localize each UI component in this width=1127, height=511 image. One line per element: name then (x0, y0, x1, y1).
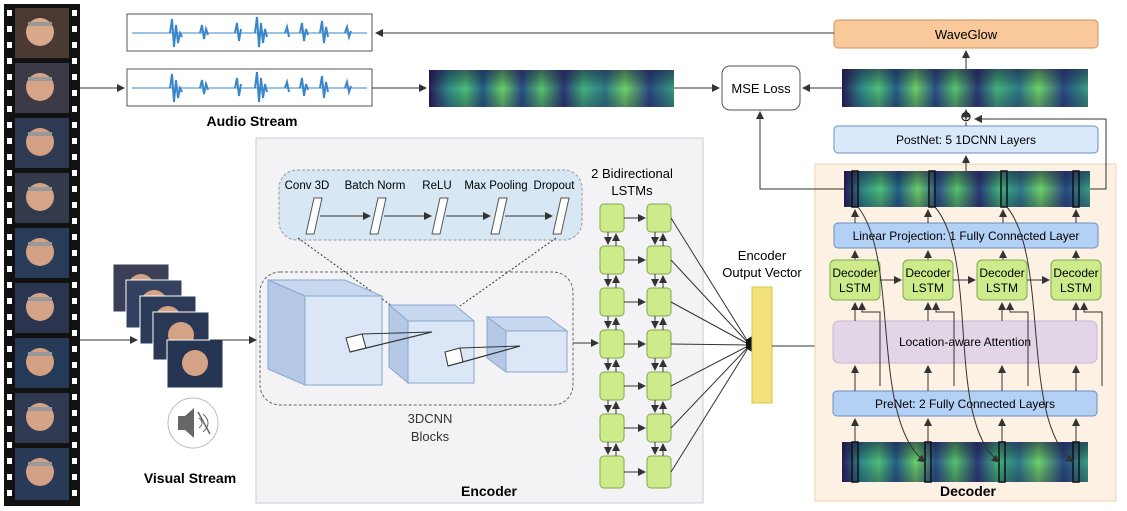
mel-spectrogram-input (842, 441, 1088, 483)
decoder-lstm-1: Decoder LSTM (829, 259, 881, 301)
cnn-block-3 (485, 316, 569, 373)
op-maxpool: Max Pooling (464, 180, 527, 192)
autoregressive-arrows (857, 206, 1074, 463)
op-batchnorm: Batch Norm (345, 180, 406, 192)
cnn-label-line2: Blocks (411, 429, 450, 444)
prenet-arrows (851, 365, 1080, 442)
merge-node (746, 336, 752, 352)
waveglow-box: WaveGlow (833, 19, 1099, 49)
decoder-lstm-3: Decoder LSTM (976, 259, 1028, 301)
attention-box: Location-aware Attention (832, 320, 1098, 364)
cnn-blocks-container (259, 271, 574, 406)
op-conv3d: Conv 3D (285, 180, 330, 192)
waveform-input (126, 68, 373, 107)
film-strip-icon (4, 4, 80, 506)
mel-spectrogram-output (844, 170, 1090, 208)
decoder-lstm-4-line1: Decoder (1053, 266, 1098, 280)
cnn-kernels (345, 331, 521, 367)
cnn-block-2 (387, 303, 476, 385)
mse-loss-box: MSE Loss (721, 65, 801, 111)
postnet-box: PostNet: 5 1DCNN Layers (833, 125, 1099, 154)
decoder-lstm-1-line2: LSTM (839, 281, 871, 295)
decoder-lstm-2: Decoder LSTM (902, 259, 954, 301)
face-frames-icon (112, 263, 224, 389)
encoder-label: Encoder (461, 483, 518, 499)
waveform-output (126, 13, 373, 52)
attention-arrows (851, 302, 1103, 386)
projection-arrows (851, 209, 1080, 260)
attention-label: Location-aware Attention (899, 335, 1031, 349)
mse-loss-label: MSE Loss (731, 81, 791, 96)
decoder-lstm-2-line2: LSTM (912, 281, 944, 295)
bilstm-connections (604, 214, 751, 476)
cnn-block-1 (267, 279, 383, 386)
speaker-mute-icon (167, 397, 219, 449)
predicted-spectrogram (842, 69, 1088, 107)
audio-stream-label: Audio Stream (206, 113, 297, 129)
prenet-box: PreNet: 2 Fully Connected Layers (832, 390, 1098, 417)
visual-stream-label: Visual Stream (144, 470, 236, 486)
prenet-label: PreNet: 2 Fully Connected Layers (875, 397, 1055, 411)
op-relu: ReLU (422, 180, 451, 192)
encoder-output-vector (751, 286, 773, 404)
film-frames (15, 8, 69, 500)
decoder-lstm-1-line1: Decoder (832, 266, 877, 280)
decoder-lstm-2-line1: Decoder (905, 266, 950, 280)
bilstm-label-line1: 2 Bidirectional (591, 166, 673, 181)
linear-projection-box: Linear Projection: 1 Fully Connected Lay… (833, 222, 1099, 249)
encoder-output-label-line2: Output Vector (722, 265, 802, 280)
postnet-label: PostNet: 5 1DCNN Layers (896, 133, 1036, 147)
decoder-label: Decoder (940, 483, 997, 499)
target-spectrogram (429, 70, 674, 107)
linear-projection-label: Linear Projection: 1 Fully Connected Lay… (853, 229, 1080, 243)
cnn-block-detail: Conv 3D Batch Norm ReLU Max Pooling Drop… (278, 169, 583, 241)
decoder-lstm-3-line2: LSTM (986, 281, 1018, 295)
decoder-lstm-4-line2: LSTM (1060, 281, 1092, 295)
waveglow-label: WaveGlow (935, 27, 998, 42)
decoder-lstm-4: Decoder LSTM (1050, 259, 1102, 301)
decoder-lstm-3-line1: Decoder (979, 266, 1024, 280)
op-dropout: Dropout (534, 180, 576, 192)
encoder-output-label-line1: Encoder (738, 248, 787, 263)
bilstm-label-line2: LSTMs (611, 183, 653, 198)
cnn-label-line1: 3DCNN (408, 411, 453, 426)
